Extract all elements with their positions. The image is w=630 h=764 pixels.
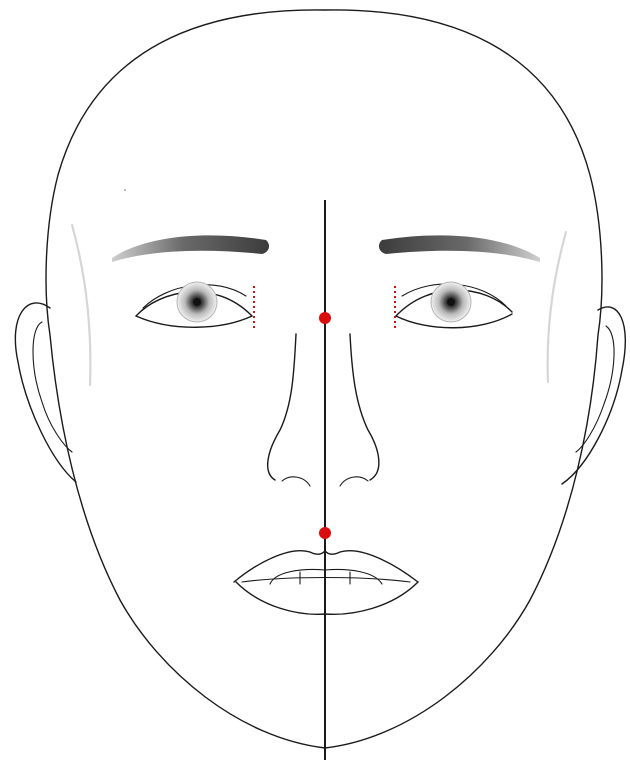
right-nostril	[340, 477, 368, 486]
right-eye	[396, 282, 512, 328]
left-ear-outline	[15, 303, 76, 482]
nasion-point	[319, 312, 331, 324]
left-eye	[136, 282, 252, 327]
right-ear-outline	[562, 307, 625, 484]
left-eyebrow	[112, 235, 269, 262]
left-nostril	[282, 477, 310, 486]
left-ear	[15, 303, 76, 482]
left-pupil	[193, 298, 201, 306]
left-temple-contour	[72, 225, 90, 385]
subnasale-point	[319, 527, 331, 539]
right-ear	[562, 307, 625, 484]
right-eyebrow	[379, 235, 540, 262]
nose	[268, 334, 379, 486]
nose-left-bridge	[268, 334, 296, 480]
left-ear-inner	[33, 322, 72, 452]
nose-right-bridge	[350, 334, 379, 480]
right-ear-inner	[576, 326, 614, 452]
right-pupil	[447, 298, 455, 306]
right-temple-contour	[548, 232, 566, 382]
lower-lip	[236, 582, 418, 614]
